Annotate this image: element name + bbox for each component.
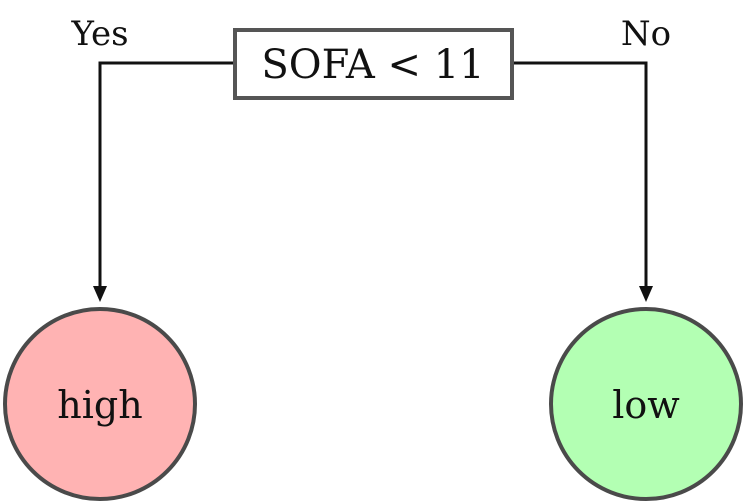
no-branch-label: No <box>621 14 671 54</box>
leaf-label-high: high <box>57 383 142 427</box>
leaf-node-high: high <box>3 307 197 501</box>
yes-branch-arrowhead <box>93 286 107 302</box>
decision-node: SOFA < 11 <box>233 28 514 100</box>
leaf-label-low: low <box>612 383 680 427</box>
leaf-circle-low <box>549 307 743 501</box>
no-branch-edge <box>512 61 648 288</box>
no-branch-arrowhead <box>639 286 653 302</box>
decision-condition-label: SOFA < 11 <box>261 42 484 88</box>
decision-box <box>233 28 514 100</box>
leaf-node-low: low <box>549 307 743 501</box>
yes-branch-label: Yes <box>70 14 128 54</box>
leaf-circle-high <box>3 307 197 501</box>
yes-branch-edge <box>98 61 233 288</box>
